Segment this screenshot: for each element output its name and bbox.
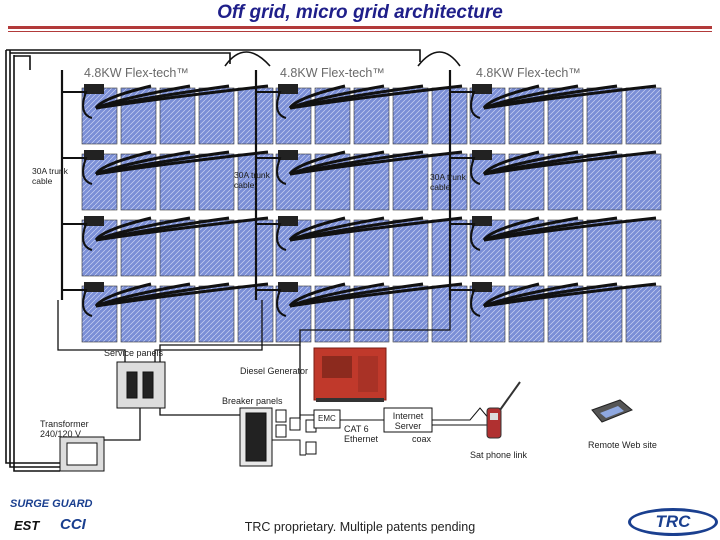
cci-logo: CCI bbox=[60, 516, 86, 533]
array-feed-wiring bbox=[57, 300, 451, 441]
page-title: Off grid, micro grid architecture bbox=[217, 2, 503, 23]
emc-label: EMC bbox=[318, 414, 336, 423]
trunk-cable-label-1: 30A trunk cable bbox=[32, 166, 68, 186]
junction-box bbox=[84, 84, 104, 94]
junction-box bbox=[278, 84, 298, 94]
panel-cable bbox=[289, 150, 463, 176]
title-divider-thin bbox=[8, 31, 712, 32]
solar-panel bbox=[198, 87, 235, 145]
trc-logo: TRC bbox=[628, 508, 718, 536]
junction-box bbox=[472, 150, 492, 160]
array-1-label: 4.8KW Flex-tech™ bbox=[84, 66, 189, 80]
panel-cable bbox=[289, 216, 463, 242]
transformer bbox=[59, 436, 105, 472]
solar-panel bbox=[392, 285, 429, 343]
drop-cable bbox=[450, 157, 481, 185]
solar-panel bbox=[198, 153, 235, 211]
meters bbox=[275, 409, 317, 455]
emc-box bbox=[313, 409, 341, 429]
drop-cable bbox=[62, 157, 93, 185]
remote-web-label: Remote Web site bbox=[588, 440, 657, 450]
solar-panel bbox=[392, 153, 429, 211]
solar-panel bbox=[586, 87, 623, 145]
diesel-generator-label: Diesel Generator bbox=[240, 366, 309, 376]
drop-cable bbox=[450, 223, 481, 251]
junction-box bbox=[84, 282, 104, 292]
panel-cable bbox=[95, 84, 269, 110]
breaker-panels-label: Breaker panels bbox=[222, 396, 283, 406]
junction-box bbox=[278, 150, 298, 160]
junction-box bbox=[84, 150, 104, 160]
drop-cable bbox=[450, 91, 481, 119]
junction-box bbox=[278, 216, 298, 226]
solar-panel bbox=[586, 219, 623, 277]
sat-phone-icon bbox=[486, 381, 521, 439]
solar-panel bbox=[198, 219, 235, 277]
solar-array-1 bbox=[60, 70, 274, 343]
server-box bbox=[383, 407, 433, 433]
solar-array-2 bbox=[254, 70, 468, 343]
solar-panel bbox=[237, 285, 274, 343]
panel-cable bbox=[483, 150, 657, 176]
drop-cable bbox=[256, 91, 287, 119]
panel-cable bbox=[289, 84, 463, 110]
solar-panel bbox=[625, 87, 662, 145]
panel-cable bbox=[95, 216, 269, 242]
solar-panel bbox=[392, 219, 429, 277]
cat6-label: CAT 6 Ethernet bbox=[344, 424, 379, 444]
internet-server-label: Internet Server bbox=[392, 411, 424, 431]
panel-cable bbox=[95, 282, 269, 308]
solar-panel bbox=[198, 285, 235, 343]
solar-panel bbox=[625, 285, 662, 343]
drop-cable bbox=[62, 91, 93, 119]
drop-cable bbox=[256, 223, 287, 251]
diesel-generator bbox=[313, 347, 387, 402]
junction-box bbox=[472, 216, 492, 226]
trunk-cable-label-3: 30A trunk cable bbox=[430, 172, 466, 192]
transformer-label: Transformer 240/120 V bbox=[40, 419, 89, 439]
title-divider bbox=[8, 26, 712, 29]
est-logo: EST bbox=[14, 518, 40, 533]
drop-cable bbox=[450, 289, 481, 317]
panel-cable bbox=[483, 84, 657, 110]
solar-panel bbox=[586, 285, 623, 343]
junction-box bbox=[278, 282, 298, 292]
solar-panel bbox=[586, 153, 623, 211]
drop-cable bbox=[256, 157, 287, 185]
trunk-cable-label-2: 30A trunk cable bbox=[234, 170, 270, 190]
array-3-label: 4.8KW Flex-tech™ bbox=[476, 66, 581, 80]
solar-array-3 bbox=[448, 70, 662, 343]
sat-phone-label: Sat phone link bbox=[470, 450, 528, 460]
solar-panel bbox=[392, 87, 429, 145]
breaker-panel bbox=[239, 407, 273, 467]
drop-cable bbox=[62, 223, 93, 251]
solar-panel bbox=[625, 219, 662, 277]
coax-label: coax bbox=[412, 434, 432, 444]
surge-guard-logo: SURGE GUARD bbox=[10, 498, 93, 510]
junction-box bbox=[472, 282, 492, 292]
solar-panel bbox=[625, 153, 662, 211]
drop-cable bbox=[62, 289, 93, 317]
service-panels-label: Service panels bbox=[104, 348, 164, 358]
panel-cable bbox=[95, 150, 269, 176]
service-panel bbox=[116, 361, 166, 409]
array-2-label: 4.8KW Flex-tech™ bbox=[280, 66, 385, 80]
panel-cable bbox=[289, 282, 463, 308]
junction-box bbox=[84, 216, 104, 226]
drop-cable bbox=[256, 289, 287, 317]
junction-box bbox=[472, 84, 492, 94]
laptop-icon bbox=[591, 399, 633, 423]
panel-cable bbox=[483, 216, 657, 242]
footer-note: TRC proprietary. Multiple patents pendin… bbox=[244, 520, 476, 534]
panel-cable bbox=[483, 282, 657, 308]
